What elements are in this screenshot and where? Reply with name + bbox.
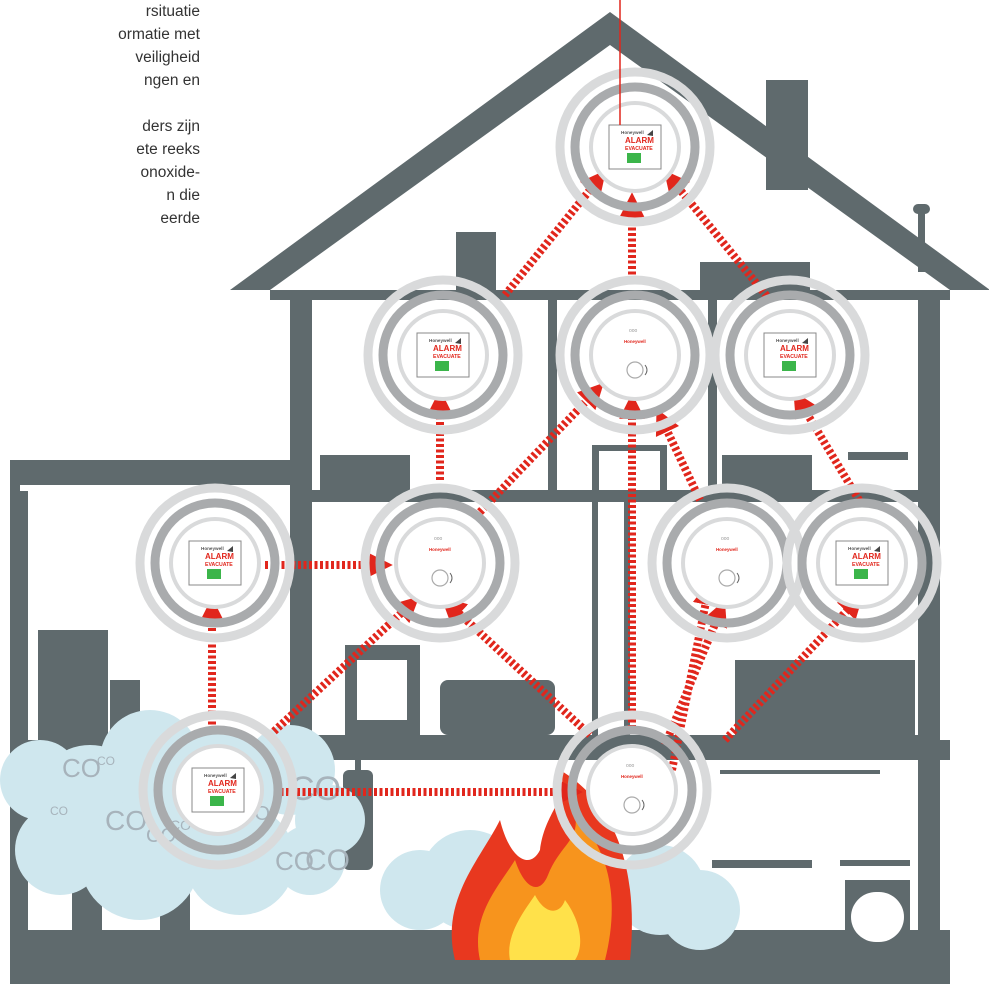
co-text: CO	[62, 753, 101, 783]
detector-screen	[627, 153, 641, 163]
detector-base	[588, 746, 676, 834]
detector-alarm-text: ALARM	[780, 344, 809, 353]
detector-evacuate-text: EVACUATE	[433, 354, 461, 360]
detector-screen	[782, 361, 796, 371]
detector-brand: Honeywell	[848, 546, 871, 551]
detector-brand: Honeywell	[624, 339, 646, 344]
detector-alarm-text: ALARM	[625, 136, 654, 145]
detector-indicators: ooo	[629, 328, 638, 334]
detector-evacuate-text: EVACUATE	[205, 562, 233, 568]
detector-evacuate-text: EVACUATE	[625, 146, 653, 152]
detector-button	[627, 362, 643, 378]
detector-indicators: ooo	[626, 763, 635, 769]
detector-brand: Honeywell	[776, 338, 799, 343]
detector-evacuate-text: EVACUATE	[208, 789, 236, 795]
detector-brand: Honeywell	[204, 773, 227, 778]
detector-alarm-text: ALARM	[852, 552, 881, 561]
detector-base	[591, 311, 679, 399]
detector-alarm-text: ALARM	[208, 779, 237, 788]
detector-brand: Honeywell	[716, 547, 738, 552]
detector-brand: Honeywell	[201, 546, 224, 551]
co-text: CO	[50, 804, 68, 818]
detector-base	[396, 519, 484, 607]
co-text: CO	[105, 805, 147, 836]
detector-brand: Honeywell	[621, 130, 644, 135]
arrow-icon	[662, 420, 700, 500]
detector-alarm-text: ALARM	[433, 344, 462, 353]
detector-alarm-text: ALARM	[205, 552, 234, 561]
detector-screen	[210, 796, 224, 806]
detector-base	[683, 519, 771, 607]
detector-indicators: ooo	[434, 536, 443, 542]
detector-screen	[854, 569, 868, 579]
detector-brand: Honeywell	[429, 547, 451, 552]
detector-brand: Honeywell	[621, 774, 643, 779]
smoke-cloud-puff	[660, 870, 740, 950]
co-text: CO	[97, 754, 115, 768]
detector-button	[719, 570, 735, 586]
detector-button	[624, 797, 640, 813]
detector-evacuate-text: EVACUATE	[780, 354, 808, 360]
co-text: CO	[305, 844, 350, 877]
detector-brand: Honeywell	[429, 338, 452, 343]
detector-button	[432, 570, 448, 586]
detector-screen	[207, 569, 221, 579]
detector-indicators: ooo	[721, 536, 730, 542]
detector-evacuate-text: EVACUATE	[852, 562, 880, 568]
detector-screen	[435, 361, 449, 371]
